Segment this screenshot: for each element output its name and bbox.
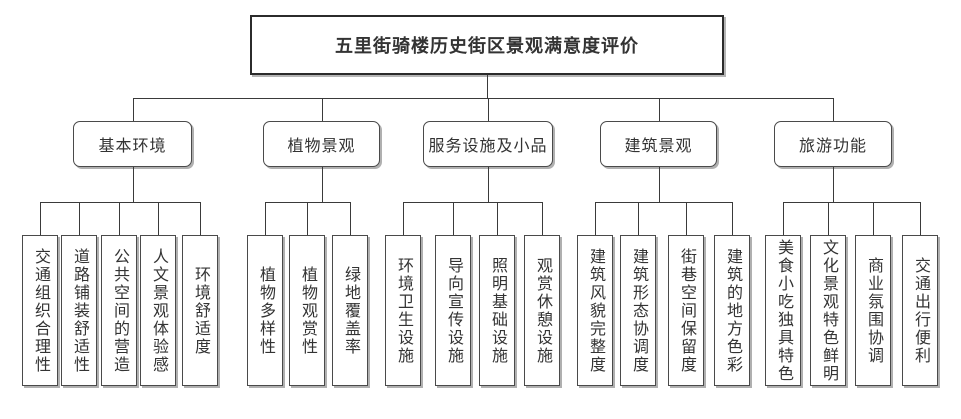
category-drop-line <box>488 98 489 121</box>
criterion-node-4-0: 美食小吃独具特色 <box>765 235 801 386</box>
criterion-node-3-0: 建筑风貌完整度 <box>577 235 613 386</box>
criterion-node-2-1: 导向宣传设施 <box>435 235 471 386</box>
category-stem-line <box>488 167 489 202</box>
leaf-drop-line <box>595 202 596 235</box>
category-drop-line <box>321 98 323 121</box>
criterion-node-0-0: 交通组织合理性 <box>22 235 58 386</box>
criterion-node-1-2: 绿地覆盖率 <box>332 235 368 386</box>
leaf-drop-line <box>350 202 351 235</box>
leaf-drop-line <box>542 202 543 235</box>
category-node-1: 植物景观 <box>263 121 380 167</box>
level2-rail-line <box>595 202 732 203</box>
leaf-drop-line <box>200 202 201 235</box>
category-drop-line <box>658 98 660 121</box>
leaf-drop-line <box>920 202 921 235</box>
category-node-0: 基本环境 <box>73 121 192 167</box>
criterion-node-0-2: 公共空间的营造 <box>101 235 137 386</box>
criterion-node-2-0: 环境卫生设施 <box>385 235 421 386</box>
criterion-node-4-3: 交通出行便利 <box>902 235 938 386</box>
root-node-title: 五里街骑楼历史街区景观满意度评价 <box>250 15 724 75</box>
leaf-drop-line <box>119 202 120 235</box>
level1-rail-line <box>132 98 833 99</box>
criterion-node-2-3: 观赏休憩设施 <box>524 235 560 386</box>
leaf-drop-line <box>873 202 874 235</box>
criterion-node-0-1: 道路铺装舒适性 <box>61 235 97 386</box>
leaf-drop-line <box>497 202 498 235</box>
criterion-node-1-1: 植物观赏性 <box>289 235 325 386</box>
level2-rail-line <box>403 202 542 203</box>
leaf-drop-line <box>307 202 308 235</box>
leaf-drop-line <box>828 202 829 235</box>
leaf-drop-line <box>79 202 80 235</box>
category-stem-line <box>132 167 134 202</box>
category-node-3: 建筑景观 <box>600 121 717 167</box>
category-drop-line <box>132 98 134 121</box>
criterion-node-4-1: 文化景观特色鲜明 <box>810 235 846 386</box>
leaf-drop-line <box>453 202 454 235</box>
category-drop-line <box>833 98 834 121</box>
level2-rail-line <box>40 202 200 203</box>
criterion-node-0-3: 人文景观体验感 <box>140 235 176 386</box>
leaf-drop-line <box>686 202 687 235</box>
criterion-node-0-4: 环境舒适度 <box>182 235 218 386</box>
criterion-node-1-0: 植物多样性 <box>247 235 283 386</box>
criterion-node-4-2: 商业氛围协调 <box>855 235 891 386</box>
category-node-4: 旅游功能 <box>774 121 892 167</box>
leaf-drop-line <box>265 202 266 235</box>
leaf-drop-line <box>732 202 733 235</box>
leaf-drop-line <box>638 202 639 235</box>
category-stem-line <box>321 167 323 202</box>
criterion-node-3-3: 建筑的地方色彩 <box>714 235 750 386</box>
criterion-node-3-1: 建筑形态协调度 <box>620 235 656 386</box>
leaf-drop-line <box>158 202 159 235</box>
leaf-drop-line <box>403 202 404 235</box>
level2-rail-line <box>783 202 920 203</box>
category-node-2: 服务设施及小品 <box>423 121 553 167</box>
category-stem-line <box>658 167 660 202</box>
category-stem-line <box>833 167 834 202</box>
leaf-drop-line <box>783 202 784 235</box>
criterion-node-3-2: 街巷空间保留度 <box>668 235 704 386</box>
leaf-drop-line <box>40 202 41 235</box>
criterion-node-2-2: 照明基础设施 <box>479 235 515 386</box>
root-drop-line <box>487 75 488 98</box>
